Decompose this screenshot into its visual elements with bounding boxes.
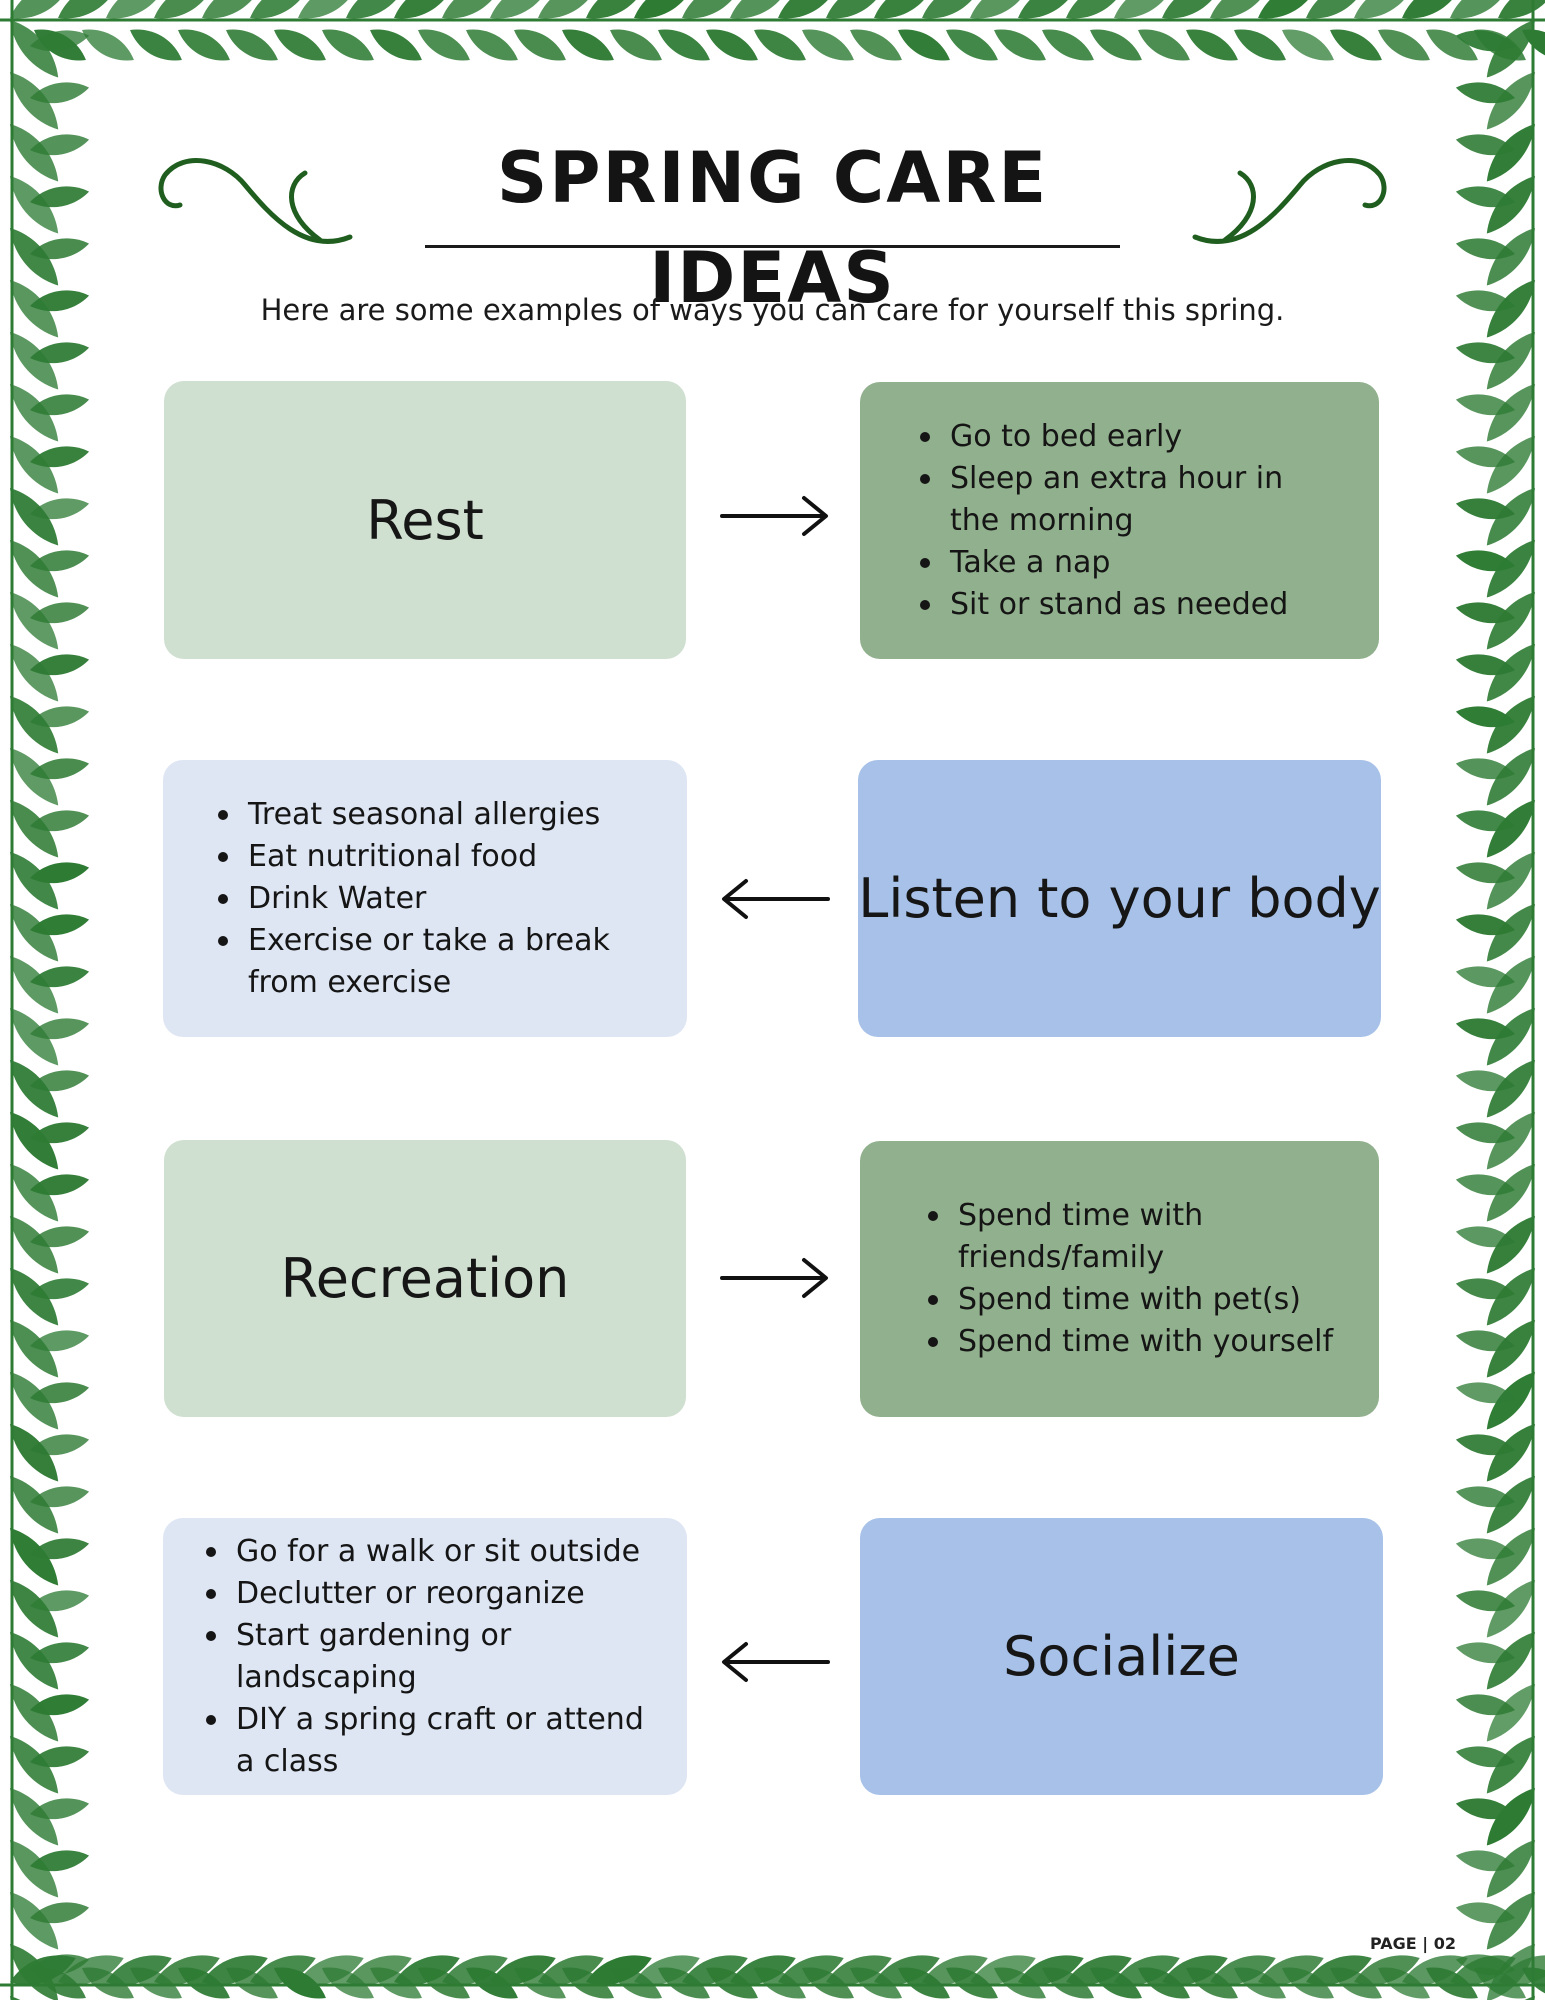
rest-label-box: Rest [164, 381, 686, 659]
body-ideas-list: Treat seasonal allergies Eat nutritional… [163, 794, 687, 1004]
list-item: Eat nutritional food [248, 836, 657, 878]
arrow-right-icon [720, 1256, 830, 1300]
leaf-shape [557, 21, 619, 69]
leaf-shape [461, 21, 523, 69]
listen-label: Listen to your body [858, 867, 1381, 930]
leaf-shape [269, 21, 331, 69]
listen-label-box: Listen to your body [858, 760, 1381, 1037]
leaf-shape [1373, 21, 1435, 69]
leaf-shape [1133, 21, 1195, 69]
list-item: Start gardening or landscaping [236, 1615, 663, 1699]
list-item: Drink Water [248, 878, 657, 920]
body-ideas-box: Treat seasonal allergies Eat nutritional… [163, 760, 687, 1037]
leaf-shape [317, 21, 379, 69]
recreation-ideas-list: Spend time with friends/family Spend tim… [860, 1195, 1379, 1363]
list-item: DIY a spring craft or attend a class [236, 1699, 663, 1783]
rest-label: Rest [366, 489, 484, 552]
socialize-ideas-list: Go for a walk or sit outside Declutter o… [163, 1531, 687, 1783]
leaf-shape [1181, 21, 1243, 69]
leaf-shape [989, 21, 1051, 69]
arrow-left-icon [720, 877, 830, 921]
leaf-shape [1085, 21, 1147, 69]
socialize-label: Socialize [1003, 1625, 1240, 1688]
leaf-shape [365, 21, 427, 69]
leaf-shape [1325, 21, 1387, 69]
page-subtitle: Here are some examples of ways you can c… [150, 288, 1395, 332]
arrow-left-icon [720, 1640, 830, 1684]
list-item: Sleep an extra hour in the morning [950, 458, 1339, 542]
socialize-ideas-box: Go for a walk or sit outside Declutter o… [163, 1518, 687, 1795]
list-item: Spend time with yourself [958, 1321, 1339, 1363]
list-item: Take a nap [950, 542, 1339, 584]
left-flourish-ornament [155, 145, 355, 260]
list-item: Spend time with pet(s) [958, 1279, 1339, 1321]
leaf-shape [893, 21, 955, 69]
list-item: Spend time with friends/family [958, 1195, 1339, 1279]
list-item: Go for a walk or sit outside [236, 1531, 663, 1573]
recreation-ideas-box: Spend time with friends/family Spend tim… [860, 1141, 1379, 1417]
leaf-shape [1037, 21, 1099, 69]
leaf-shape [1229, 21, 1291, 69]
list-item: Declutter or reorganize [236, 1573, 663, 1615]
leaf-shape [701, 21, 763, 69]
leaf-shape [1277, 21, 1339, 69]
arrow-right-icon [720, 494, 830, 538]
leaf-shape [413, 21, 475, 69]
page-title: SPRING CARE IDEAS [420, 128, 1125, 228]
leaf-shape [1492, 0, 1545, 28]
list-item: Sit or stand as needed [950, 584, 1339, 626]
leaf-shape [845, 21, 907, 69]
leaf-shape [173, 21, 235, 69]
leaf-shape [653, 21, 715, 69]
leaf-shape [941, 21, 1003, 69]
rest-ideas-list: Go to bed early Sleep an extra hour in t… [860, 416, 1379, 626]
list-item: Exercise or take a break from exercise [248, 920, 657, 1004]
recreation-label: Recreation [281, 1247, 570, 1310]
rest-ideas-box: Go to bed early Sleep an extra hour in t… [860, 382, 1379, 659]
list-item: Treat seasonal allergies [248, 794, 657, 836]
leaf-shape [605, 21, 667, 69]
leaf-shape [797, 21, 859, 69]
recreation-label-box: Recreation [164, 1140, 686, 1417]
right-flourish-ornament [1190, 145, 1390, 260]
leaf-shape [749, 21, 811, 69]
leaf-shape [509, 21, 571, 69]
list-item: Go to bed early [950, 416, 1339, 458]
socialize-label-box: Socialize [860, 1518, 1383, 1795]
leaf-shape [125, 21, 187, 69]
page-number: PAGE | 02 [1370, 1932, 1470, 1956]
title-underline [425, 245, 1120, 248]
leaf-shape [77, 21, 139, 69]
leaf-shape [221, 21, 283, 69]
